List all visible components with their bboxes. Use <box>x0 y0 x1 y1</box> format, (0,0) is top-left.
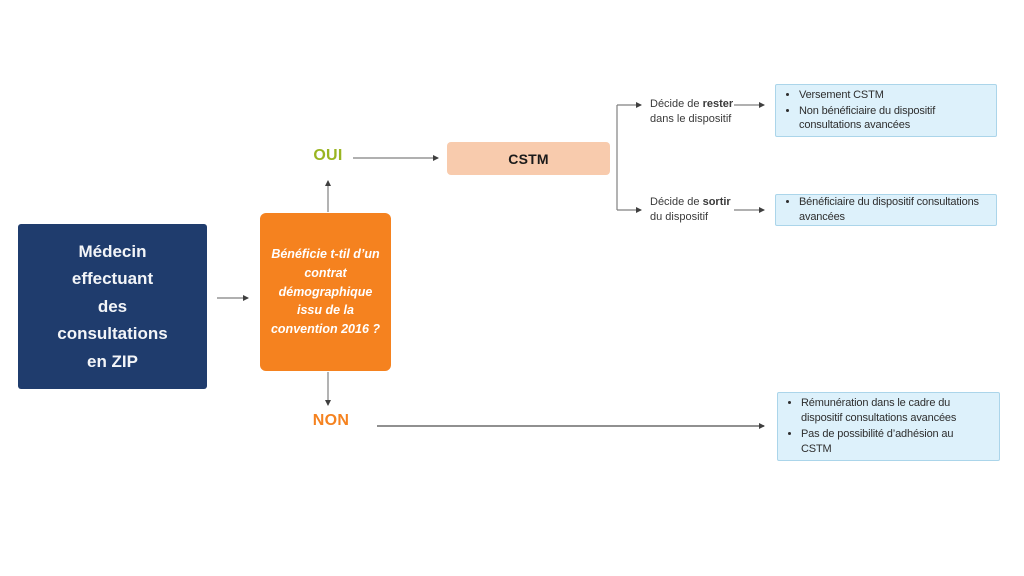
label-non: NON <box>312 412 350 429</box>
branch-sortir-line2: du dispositif <box>650 210 709 223</box>
outcome-sortir-list: Bénéficiaire du dispositif consultations… <box>778 194 994 226</box>
outcome-rester-item: Versement CSTM <box>799 88 990 103</box>
branch-sortir-line1: Décide de sortir <box>650 196 731 208</box>
node-question-contrat-demographique: Bénéficie t-til d’un contrat démographiq… <box>260 213 391 371</box>
branch-label-rester: Décide de rester dans le dispositif <box>650 97 733 126</box>
outcome-box-rester: Versement CSTM Non bénéficiaire du dispo… <box>775 84 997 137</box>
branch-rester-line1: Décide de rester <box>650 98 734 110</box>
label-oui: OUI <box>313 147 343 164</box>
outcome-rester-list: Versement CSTM Non bénéficiaire du dispo… <box>778 87 994 135</box>
outcome-sortir-item: Bénéficiaire du dispositif consultations… <box>799 195 990 225</box>
outcome-non-list: Rémunération dans le cadre du dispositif… <box>780 395 989 457</box>
node-cstm: CSTM <box>447 142 610 175</box>
outcome-box-non: Rémunération dans le cadre du dispositif… <box>777 392 1000 461</box>
branch-label-sortir: Décide de sortir du dispositif <box>650 195 731 224</box>
outcome-non-item: Rémunération dans le cadre du dispositif… <box>801 396 985 426</box>
branch-rester-line2: dans le dispositif <box>650 112 732 125</box>
outcome-rester-item: Non bénéficiaire du dispositif consultat… <box>799 104 990 134</box>
outcome-box-sortir: Bénéficiaire du dispositif consultations… <box>775 194 997 226</box>
outcome-non-item: Pas de possibilité d’adhésion au CSTM <box>801 427 985 457</box>
node-medecin-zip: Médecin effectuant des consultations en … <box>18 224 207 389</box>
